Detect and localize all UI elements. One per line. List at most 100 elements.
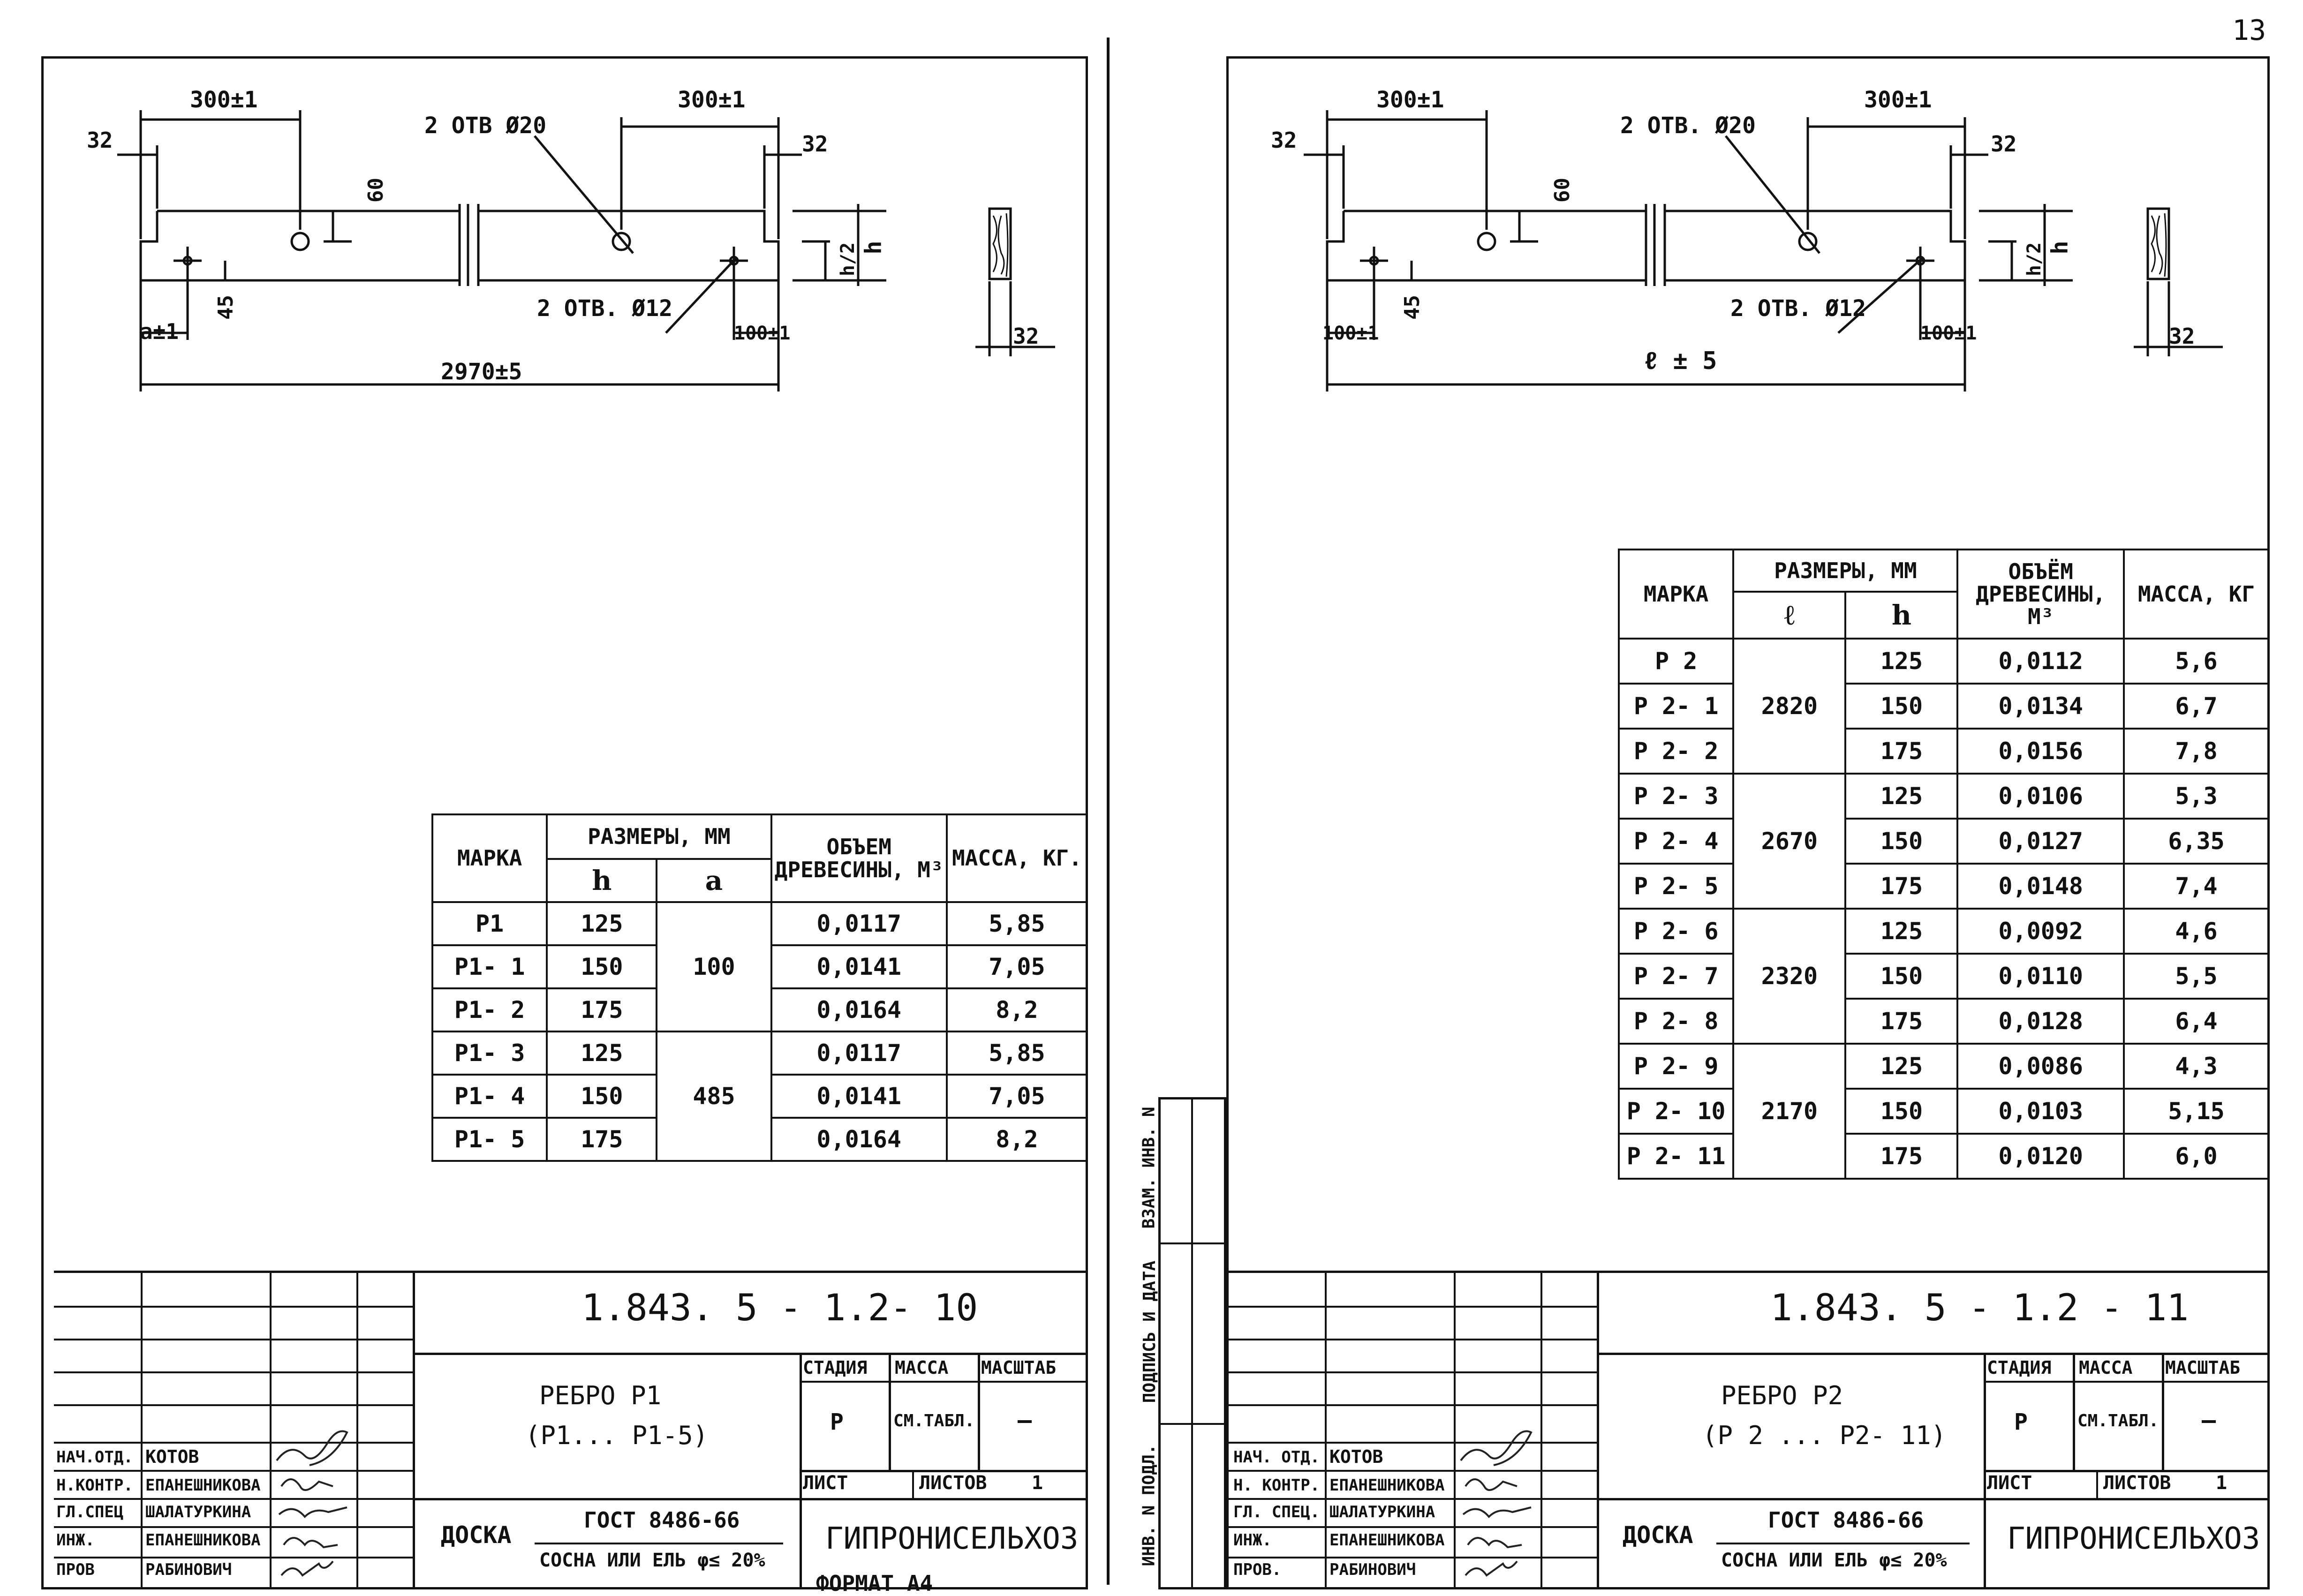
table-cell: 125 (1844, 773, 1959, 820)
right-part-name: РЕБРО Р2 (1721, 1381, 1843, 1410)
table-cell: 0,0120 (1956, 1133, 2125, 1180)
right-dim-h: h (2046, 241, 2073, 255)
left-dim-32-section: 32 (1013, 324, 1039, 349)
right-tb-row (1226, 1404, 1597, 1406)
right-name: ШАЛАТУРКИНА (1329, 1503, 1435, 1521)
table-cell: 6,0 (2122, 1133, 2270, 1180)
right-tb-row (1226, 1470, 1597, 1472)
table-cell: 0,0141 (770, 1074, 948, 1119)
table-cell: 175 (1844, 1133, 1959, 1180)
left-tb-top (54, 1271, 1088, 1273)
table-cell: 6,4 (2122, 998, 2270, 1045)
table-cell: Р 2- 5 (1617, 863, 1735, 910)
right-role: ИНЖ. (1233, 1531, 1272, 1550)
right-th-l: ℓ (1732, 591, 1847, 640)
right-tb-stage-row (1984, 1381, 2270, 1383)
left-org: ГИПРОНИСЕЛЬХОЗ (825, 1521, 1079, 1556)
table-cell: Р 2- 4 (1617, 818, 1735, 865)
left-th-mark: МАРКА (431, 813, 548, 903)
side-strip-split (1191, 1097, 1193, 1589)
left-dim-45: 45 (213, 295, 238, 320)
side-strip-row (1158, 1242, 1226, 1244)
right-tb-vert-main (1597, 1271, 1599, 1589)
right-tb-name-bottom (1597, 1498, 2270, 1500)
table-cell: Р 2- 6 (1617, 908, 1735, 955)
side-label-orig: ИНВ. N ПОДЛ. (1139, 1444, 1159, 1566)
right-th-sizes: РАЗМЕРЫ, ММ (1732, 549, 1959, 593)
table-cell: 0,0117 (770, 901, 948, 946)
table-cell: 0,0164 (770, 1117, 948, 1162)
right-stage-label: СТАДИЯ (1987, 1357, 2052, 1378)
right-l-group-4: 2170 (1732, 1043, 1847, 1180)
left-dim-a: а±1 (140, 319, 179, 344)
table-cell: 5,85 (945, 901, 1088, 946)
right-name: ЕПАНЕШНИКОВА (1329, 1476, 1445, 1495)
right-org: ГИПРОНИСЕЛЬХОЗ (2007, 1521, 2260, 1556)
right-tb-gost-underline (1716, 1543, 1970, 1544)
left-dim-h2: h/2 (837, 242, 859, 277)
table-cell: Р 2 (1617, 638, 1735, 685)
table-cell: 0,0148 (1956, 863, 2125, 910)
side-strip-row (1158, 1423, 1226, 1425)
table-cell: 4,6 (2122, 908, 2270, 955)
left-holes-20-label: 2 ОТВ Ø20 (424, 113, 547, 139)
side-label-sign: ПОДПИСЬ И ДАТА (1140, 1260, 1160, 1403)
table-cell: Р1- 3 (431, 1031, 548, 1076)
left-mass-label: МАССА (895, 1357, 949, 1378)
table-cell: 0,0106 (1956, 773, 2125, 820)
right-dim-32-right: 32 (1991, 131, 2017, 157)
right-th-mass: МАССА, КГ (2122, 549, 2270, 640)
table-cell: 150 (1844, 953, 1959, 1000)
left-name: ШАЛАТУРКИНА (145, 1503, 251, 1521)
left-tb-name-bottom (413, 1498, 1088, 1500)
table-cell: 5,6 (2122, 638, 2270, 685)
left-name: ЕПАНЕШНИКОВА (145, 1476, 261, 1495)
right-tb-row (1226, 1371, 1597, 1373)
left-th-volume: ОБЪЕМ ДРЕВЕСИНЫ, М³ (770, 813, 948, 903)
right-dim-300-left: 300±1 (1376, 87, 1444, 113)
right-dim-45: 45 (1400, 295, 1424, 320)
left-role: ИНЖ. (56, 1531, 95, 1550)
left-dim-32-right: 32 (802, 131, 828, 157)
table-cell: 0,0117 (770, 1031, 948, 1076)
right-scale-label: МАСШТАБ (2165, 1357, 2241, 1378)
left-wood: СОСНА ИЛИ ЕЛЬ φ≤ 20% (539, 1550, 765, 1571)
table-cell: Р 2- 3 (1617, 773, 1735, 820)
right-dim-32-section: 32 (2169, 324, 2195, 349)
right-scale-value: — (2202, 1407, 2216, 1434)
left-sheet-label: ЛИСТ (803, 1472, 848, 1494)
table-cell: 0,0127 (1956, 818, 2125, 865)
right-name: КОТОВ (1329, 1446, 1383, 1467)
table-cell: 7,05 (945, 1074, 1088, 1119)
right-tb-row (1226, 1339, 1597, 1340)
left-dim-300-left: 300±1 (190, 87, 258, 113)
left-scale-value: — (1018, 1407, 1032, 1434)
right-tb-row (1226, 1442, 1597, 1444)
right-gost: ГОСТ 8486-66 (1768, 1507, 1924, 1533)
right-role: ГЛ. СПЕЦ. (1233, 1503, 1320, 1521)
right-dim-32-left: 32 (1271, 128, 1297, 153)
right-tb-row (1226, 1557, 1597, 1558)
left-tb-vert-mass (889, 1353, 891, 1470)
right-tb-code-bottom (1597, 1353, 2270, 1355)
left-th-sizes: РАЗМЕРЫ, ММ (546, 813, 772, 860)
table-cell: 125 (1844, 1043, 1959, 1090)
left-tb-row (54, 1442, 413, 1444)
table-cell: Р 2- 8 (1617, 998, 1735, 1045)
right-name: ЕПАНЕШНИКОВА (1329, 1531, 1445, 1550)
left-a-group-1: 100 (656, 901, 772, 1032)
left-gost: ГОСТ 8486-66 (584, 1507, 740, 1533)
table-cell: 0,0110 (1956, 953, 2125, 1000)
left-tb-vert-scale (978, 1353, 980, 1470)
right-tb-top (1226, 1271, 2270, 1273)
left-tb-row (54, 1470, 413, 1472)
left-dim-32-left: 32 (87, 128, 113, 153)
table-cell: 175 (546, 1117, 658, 1162)
right-tb-row (1226, 1306, 1597, 1308)
table-cell: 7,05 (945, 944, 1088, 989)
table-cell: Р 2- 9 (1617, 1043, 1735, 1090)
left-tb-vert-main (413, 1271, 415, 1589)
sheet-divider (1107, 38, 1110, 1585)
left-dim-60: 60 (363, 178, 388, 203)
table-cell: Р1 (431, 901, 548, 946)
